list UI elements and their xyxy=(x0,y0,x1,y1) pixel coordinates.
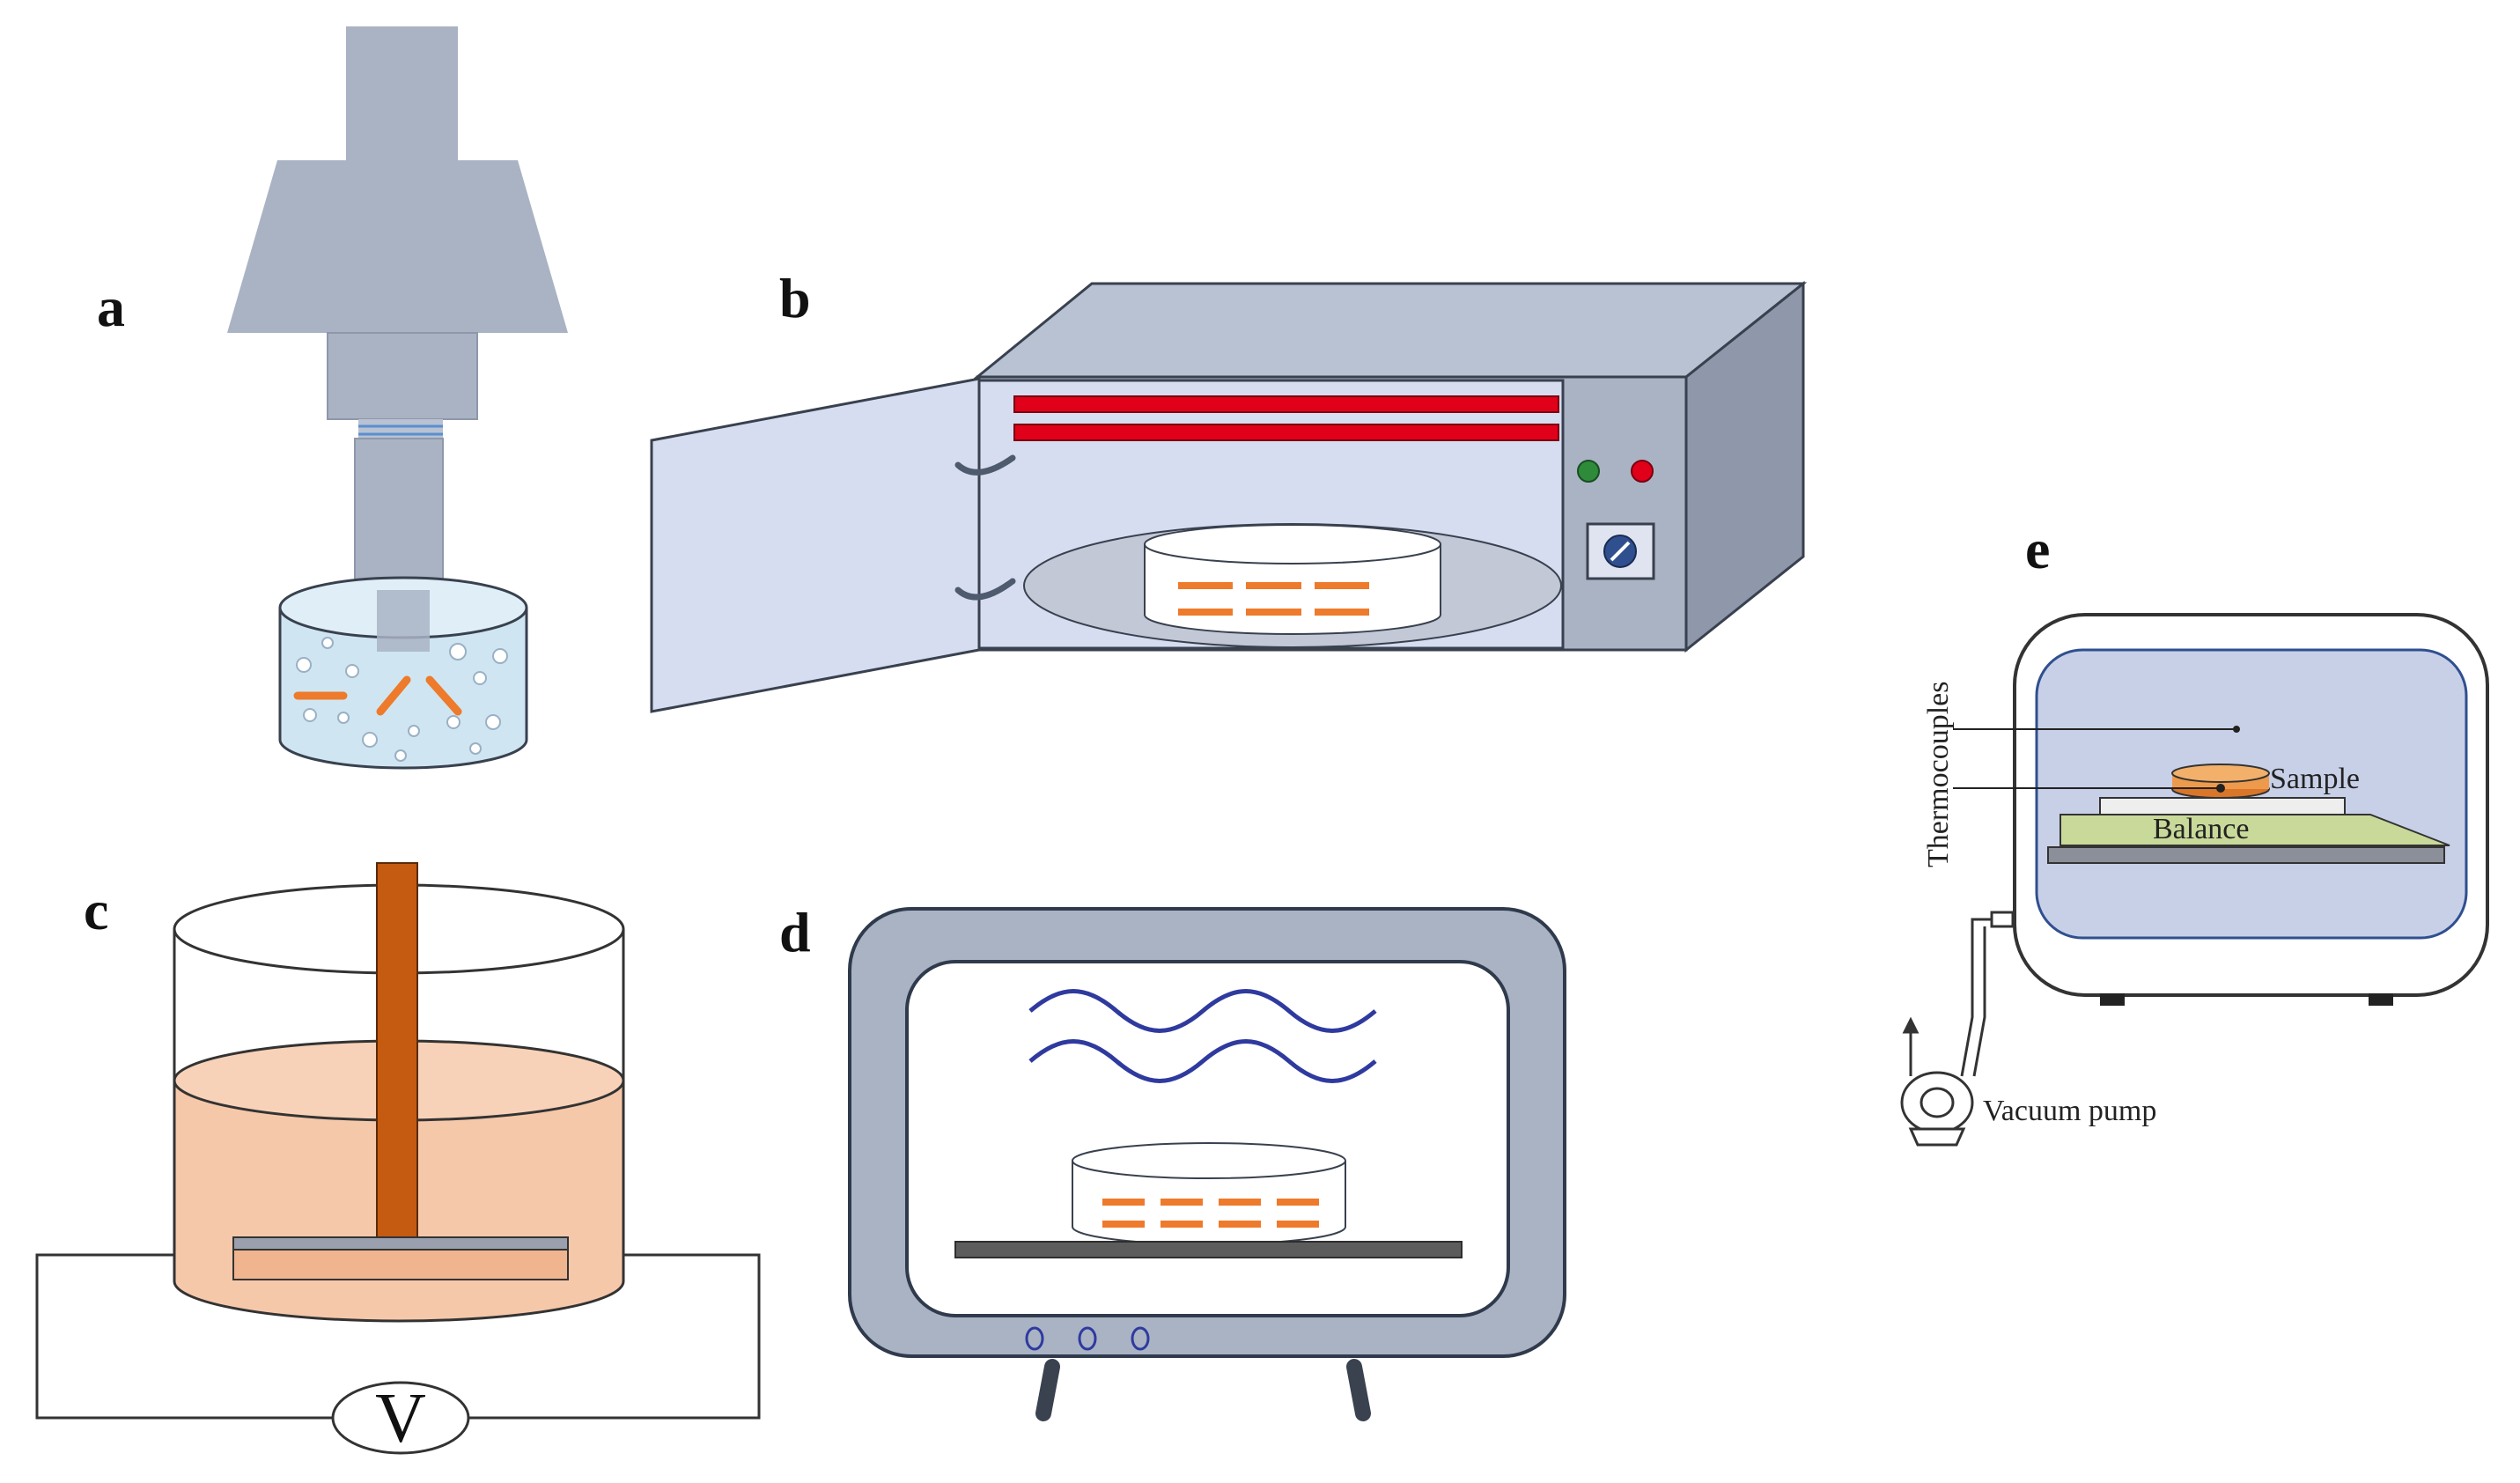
balance-label: Balance xyxy=(2153,813,2250,845)
sample-label: Sample xyxy=(2270,763,2360,795)
electrode-rod xyxy=(376,862,418,1238)
voltmeter-label: V xyxy=(375,1380,426,1457)
oven-door xyxy=(650,377,981,713)
vacuum-line xyxy=(1960,911,2015,1077)
furnace-button-icon xyxy=(1078,1326,1097,1351)
balance xyxy=(2047,797,2450,864)
panel-c: c V xyxy=(35,862,761,1457)
vacuum-pump-icon xyxy=(1900,1016,1974,1147)
panel-a-letter: a xyxy=(97,276,125,338)
panel-a: a xyxy=(97,26,568,770)
panel-b-letter: b xyxy=(779,267,811,329)
vacuum-pump-label: Vacuum pump xyxy=(1983,1095,2156,1127)
oven-control-panel xyxy=(1577,460,1655,580)
furnace-sample-dish xyxy=(1072,1142,1346,1245)
furnace-legs xyxy=(1035,1359,1371,1421)
panel-e-letter: e xyxy=(2025,518,2050,580)
external-circuit xyxy=(35,1253,761,1420)
thermocouples-label: Thermocouples xyxy=(1922,682,1955,868)
substrate-plate xyxy=(232,1236,569,1280)
furnace-buttons xyxy=(1025,1326,1150,1351)
red-indicator-icon xyxy=(1631,460,1654,483)
furnace-body xyxy=(848,907,1566,1358)
voltmeter-icon xyxy=(331,1381,470,1455)
sonication-beaker xyxy=(278,576,528,770)
panel-c-letter: c xyxy=(84,879,108,941)
door-hinge-icon xyxy=(954,454,1016,601)
furnace-button-icon xyxy=(1131,1326,1150,1351)
furnace-shelf xyxy=(954,1241,1463,1258)
thermocouple-wires xyxy=(1953,726,2240,793)
oven-sample-dish xyxy=(1144,524,1441,635)
green-indicator-icon xyxy=(1577,460,1600,483)
panel-d-letter: d xyxy=(779,901,811,963)
panel-e: e Balance Sample Thermocouples xyxy=(1900,518,2489,1147)
furnace-button-icon xyxy=(1025,1326,1044,1351)
panel-b: b xyxy=(650,267,1808,713)
panel-d: d xyxy=(779,901,1566,1421)
sample-disc xyxy=(2171,764,2270,799)
heat-wave-icon xyxy=(1028,989,1377,1083)
ultrasonic-probe xyxy=(227,26,568,591)
